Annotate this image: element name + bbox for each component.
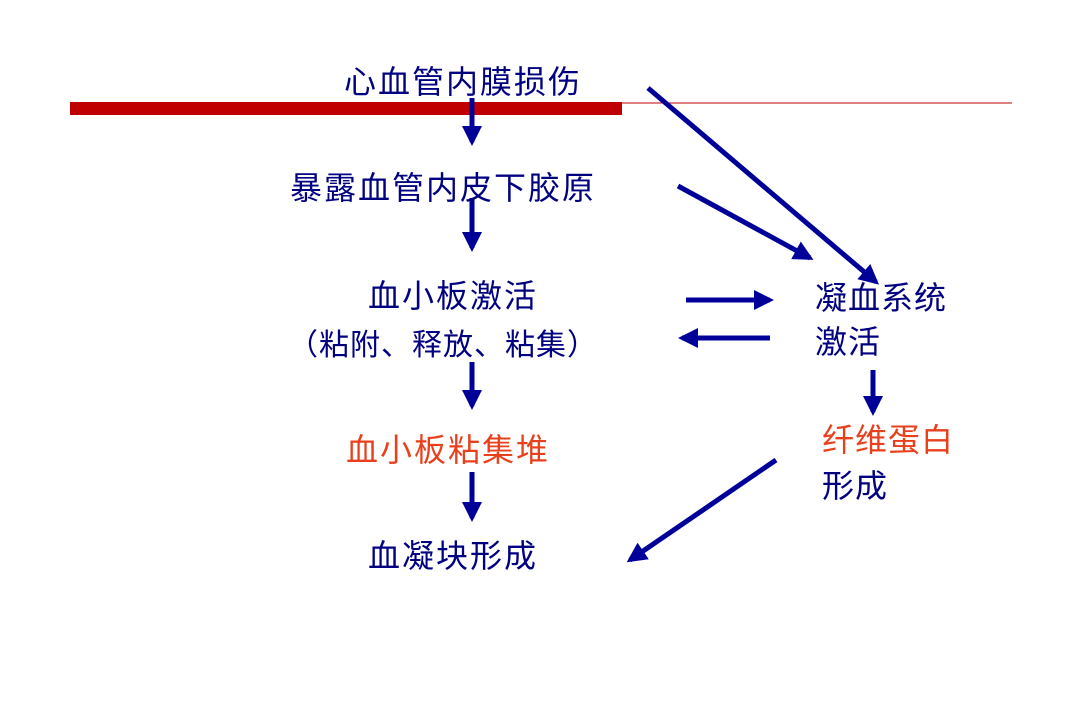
arrow-fibrin-to-thrombus [626, 457, 778, 563]
arrow-injury-to-coagulation [646, 86, 880, 285]
node-fibrin-line2: 形成 [822, 467, 889, 505]
node-platelet-activation-detail: （粘附、释放、粘集） [288, 328, 598, 363]
node-platelet-aggregate: 血小板粘集堆 [346, 431, 551, 469]
node-collagen-exposure: 暴露血管内皮下胶原 [290, 169, 597, 207]
node-thrombus-formation: 血凝块形成 [368, 537, 539, 575]
node-coagulation-line2: 激活 [815, 323, 882, 361]
arrow-collagen-to-coagulation [676, 183, 814, 261]
node-endothelial-injury: 心血管内膜损伤 [344, 63, 583, 101]
node-platelet-activation: 血小板激活 [368, 277, 539, 315]
title-rule-thick [70, 102, 622, 115]
node-fibrin-line1: 纤维蛋白 [822, 421, 955, 459]
node-coagulation-line1: 凝血系统 [815, 279, 948, 317]
